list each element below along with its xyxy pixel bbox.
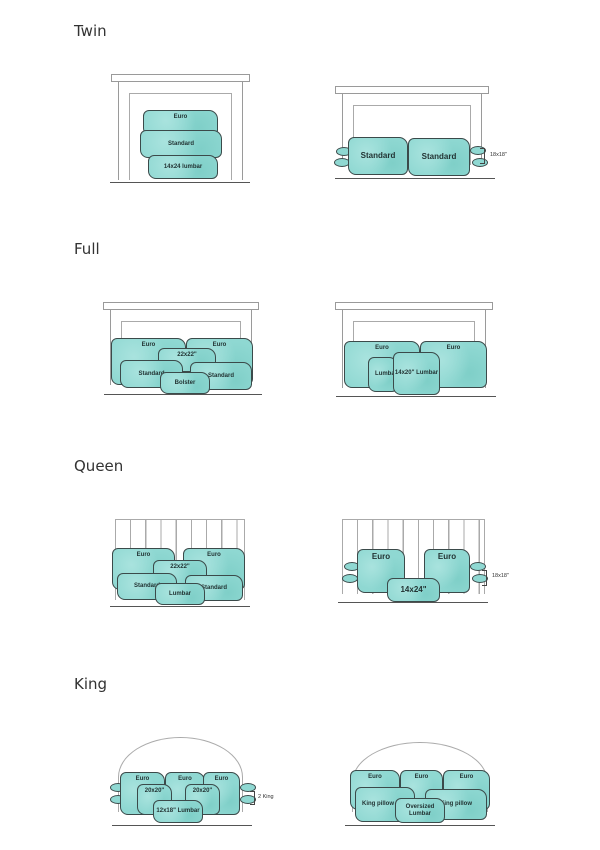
pillow: Lumbar	[368, 357, 398, 392]
floor-line	[336, 396, 496, 397]
section-heading: King	[74, 675, 108, 693]
floor-line	[112, 825, 252, 826]
side-pillow	[240, 783, 256, 792]
pillow: Standard	[140, 130, 222, 158]
floor-line	[104, 394, 262, 395]
section-heading: Twin	[74, 22, 107, 40]
dimension-label: 18x18"	[492, 573, 509, 579]
floor-line	[335, 178, 495, 179]
pillow: Standard	[120, 360, 183, 388]
pillow: Lumbar	[155, 583, 205, 605]
side-pillow	[472, 574, 488, 583]
dimension-label: 18x18"	[490, 152, 507, 158]
side-pillow	[470, 146, 486, 155]
floor-line	[110, 606, 250, 607]
pillow: 14x20" Lumbar	[393, 352, 440, 395]
section-heading: Queen	[74, 457, 124, 475]
side-pillow	[342, 574, 358, 583]
pillow: 14x24 lumbar	[148, 155, 218, 179]
side-pillow	[240, 795, 256, 804]
floor-line	[338, 602, 488, 603]
section-heading: Full	[74, 240, 100, 258]
pillow: Euro	[143, 110, 218, 136]
pillow: 12x18" Lumbar	[153, 800, 203, 823]
floor-line	[345, 825, 495, 826]
dimension-bracket	[250, 791, 255, 805]
side-pillow	[472, 158, 488, 167]
dimension-bracket	[482, 570, 487, 586]
pillow: Euro	[357, 549, 405, 593]
floor-line	[110, 182, 250, 183]
pillow: Oversized Lumbar	[395, 798, 445, 823]
pillow: 14x24"	[387, 578, 440, 602]
dimension-bracket	[480, 148, 485, 164]
pillow: Standard	[348, 137, 408, 175]
pillow: Bolster	[160, 372, 210, 394]
side-pillow	[470, 562, 486, 571]
pillow: Standard	[408, 138, 470, 176]
dimension-label: 2 King	[258, 794, 274, 800]
